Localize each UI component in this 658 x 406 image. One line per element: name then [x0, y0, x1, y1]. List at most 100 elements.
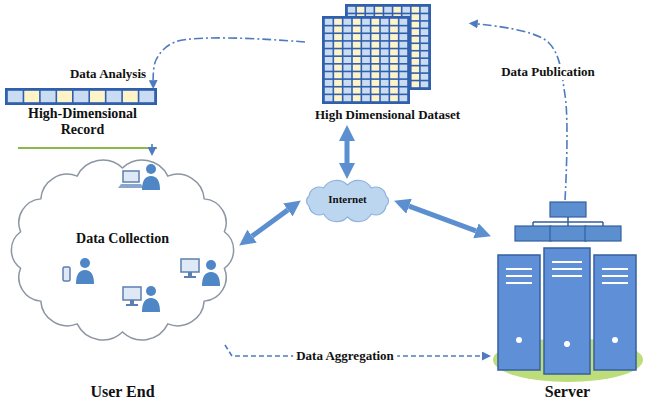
grid-cell [343, 49, 351, 55]
grid-cell [399, 57, 407, 63]
grid-cell [362, 49, 370, 55]
phone-icon [63, 267, 70, 281]
grid-cell [381, 49, 389, 55]
user-cloud: Data CollectionUser End [5, 155, 240, 345]
grid-cell [375, 7, 383, 13]
grid-cell [421, 22, 429, 28]
grid-cell [390, 34, 398, 40]
grid-cell [421, 7, 429, 13]
grid-cell [390, 88, 398, 94]
grid-cell [334, 80, 342, 86]
grid-cell [362, 95, 370, 101]
server-tower [498, 255, 540, 370]
grid-cell [390, 95, 398, 101]
grid-cell [421, 44, 429, 50]
grid-cell [343, 80, 351, 86]
grid-cell [412, 22, 420, 28]
computer-icon [123, 287, 141, 306]
grid-cell [362, 72, 370, 78]
grid-cell [353, 19, 361, 25]
grid-cell [343, 57, 351, 63]
grid-cell [381, 80, 389, 86]
grid-cell [412, 14, 420, 20]
grid-cell [343, 88, 351, 94]
grid-cell [381, 88, 389, 94]
cloud-label: Internet [300, 193, 395, 206]
grid-cell [390, 80, 398, 86]
grid-cell [402, 7, 410, 13]
grid-cell [390, 19, 398, 25]
grid-cell [371, 88, 379, 94]
dataset-label: High Dimensional Dataset [305, 108, 470, 123]
grid-cell [362, 80, 370, 86]
grid-cell [357, 7, 365, 13]
grid-cell [334, 34, 342, 40]
server-tower [594, 255, 636, 370]
grid-cell [334, 88, 342, 94]
flow-label: Data Publication [498, 64, 598, 80]
grid-cell [381, 26, 389, 32]
grid-cell [381, 19, 389, 25]
user-icon [202, 260, 220, 286]
grid-cell [343, 19, 351, 25]
grid-cell [362, 65, 370, 71]
grid-cell [412, 81, 420, 87]
grid-cell [371, 72, 379, 78]
grid-cell [412, 29, 420, 35]
grid-cell [123, 91, 138, 102]
grid-cell [381, 72, 389, 78]
grid-cell [381, 57, 389, 63]
grid-cell [390, 57, 398, 63]
grid-cell [421, 29, 429, 35]
grid-cell [390, 26, 398, 32]
record-label: High-Dimensional Record [5, 106, 160, 138]
grid-cell [412, 52, 420, 58]
grid-cell [325, 72, 333, 78]
bidirectional-arrow [345, 141, 350, 163]
grid-cell [412, 66, 420, 72]
grid-cell [353, 57, 361, 63]
grid-cell [353, 72, 361, 78]
grid-cell [334, 42, 342, 48]
grid-cell [334, 65, 342, 71]
grid-cell [348, 7, 356, 13]
grid-cell [325, 34, 333, 40]
flow-label: Data Analysis [67, 66, 149, 82]
grid-cell [371, 80, 379, 86]
record-illustration [5, 88, 157, 105]
grid-cell [353, 42, 361, 48]
internet-cloud: Internet [300, 178, 395, 224]
grid-cell [399, 19, 407, 25]
group-heading: User End [5, 383, 240, 401]
grid-cell [381, 95, 389, 101]
grid-cell [412, 74, 420, 80]
grid-cell [412, 7, 420, 13]
grid-cell [353, 26, 361, 32]
grid-cell [362, 26, 370, 32]
grid-cell [362, 88, 370, 94]
grid-cell [90, 91, 105, 102]
grid-cell [362, 57, 370, 63]
grid-cell [353, 95, 361, 101]
grid-cell [412, 37, 420, 43]
grid-cell [390, 65, 398, 71]
flow-label: Data Aggregation [293, 348, 397, 364]
record-node: High-Dimensional Record [5, 88, 160, 144]
grid-cell [353, 49, 361, 55]
grid-frame [5, 88, 157, 105]
bidirectional-arrow [252, 210, 288, 236]
group-heading: Server [490, 383, 645, 401]
grid-cell [399, 95, 407, 101]
grid-cell [325, 42, 333, 48]
grid-cell [412, 44, 420, 50]
grid-cell [343, 26, 351, 32]
grid-cell [325, 19, 333, 25]
grid-cell [421, 37, 429, 43]
grid-cell [371, 95, 379, 101]
grid-cell [139, 91, 154, 102]
grid-cell [412, 59, 420, 65]
grid-cell [371, 65, 379, 71]
